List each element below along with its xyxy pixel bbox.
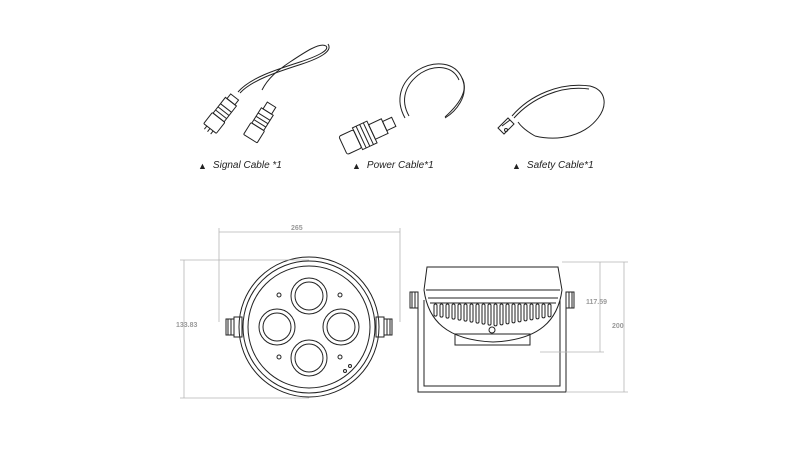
heatsink-fin	[445, 303, 450, 319]
heatsink-fin	[511, 303, 516, 324]
dimension-side-height-label: 200	[612, 323, 624, 330]
heatsink-fin	[523, 303, 528, 322]
dimension-side-upper-label: 117.59	[586, 299, 608, 306]
heatsink-fin	[547, 303, 552, 318]
triangle-icon: ▲	[352, 160, 361, 171]
heatsink-fin	[475, 303, 480, 324]
heatsink-fin	[499, 303, 504, 326]
accessory-safety-cable: ▲ Safety Cable*1	[512, 160, 594, 171]
accessory-power-cable: ▲ Power Cable*1	[352, 160, 434, 171]
triangle-icon: ▲	[512, 160, 521, 171]
heatsink-fin	[535, 303, 540, 320]
safety-cable-drawing	[497, 84, 605, 139]
heatsink-fin	[433, 303, 438, 317]
side-view-drawing	[409, 266, 575, 393]
front-view-drawing	[225, 256, 393, 398]
signal-cable-drawing	[203, 43, 330, 144]
accessory-signal-cable: ▲ Signal Cable *1	[198, 160, 282, 171]
heatsink-fin	[457, 303, 462, 321]
dimension-lines	[180, 228, 628, 399]
dimension-width-label: 265	[291, 225, 303, 232]
accessory-label: Power Cable*1	[366, 160, 434, 171]
triangle-icon: ▲	[198, 160, 207, 171]
heatsink-fin	[517, 303, 522, 323]
accessory-label: Signal Cable *1	[212, 160, 282, 171]
heatsink-fin	[463, 303, 468, 322]
heatsink-fin	[505, 303, 510, 325]
heatsink-fin	[481, 303, 486, 325]
accessory-label: Safety Cable*1	[526, 160, 594, 171]
heatsink-fin	[439, 303, 444, 318]
power-cable-drawing	[338, 63, 465, 155]
heatsink-fin	[529, 303, 534, 321]
dimension-front-height-label: 133.83	[176, 322, 198, 329]
heatsink-fin	[469, 303, 474, 323]
heatsink-fin	[487, 303, 492, 326]
heatsink-fin	[541, 303, 546, 319]
heatsink-fin	[451, 303, 456, 320]
heatsink-fin	[493, 303, 498, 327]
